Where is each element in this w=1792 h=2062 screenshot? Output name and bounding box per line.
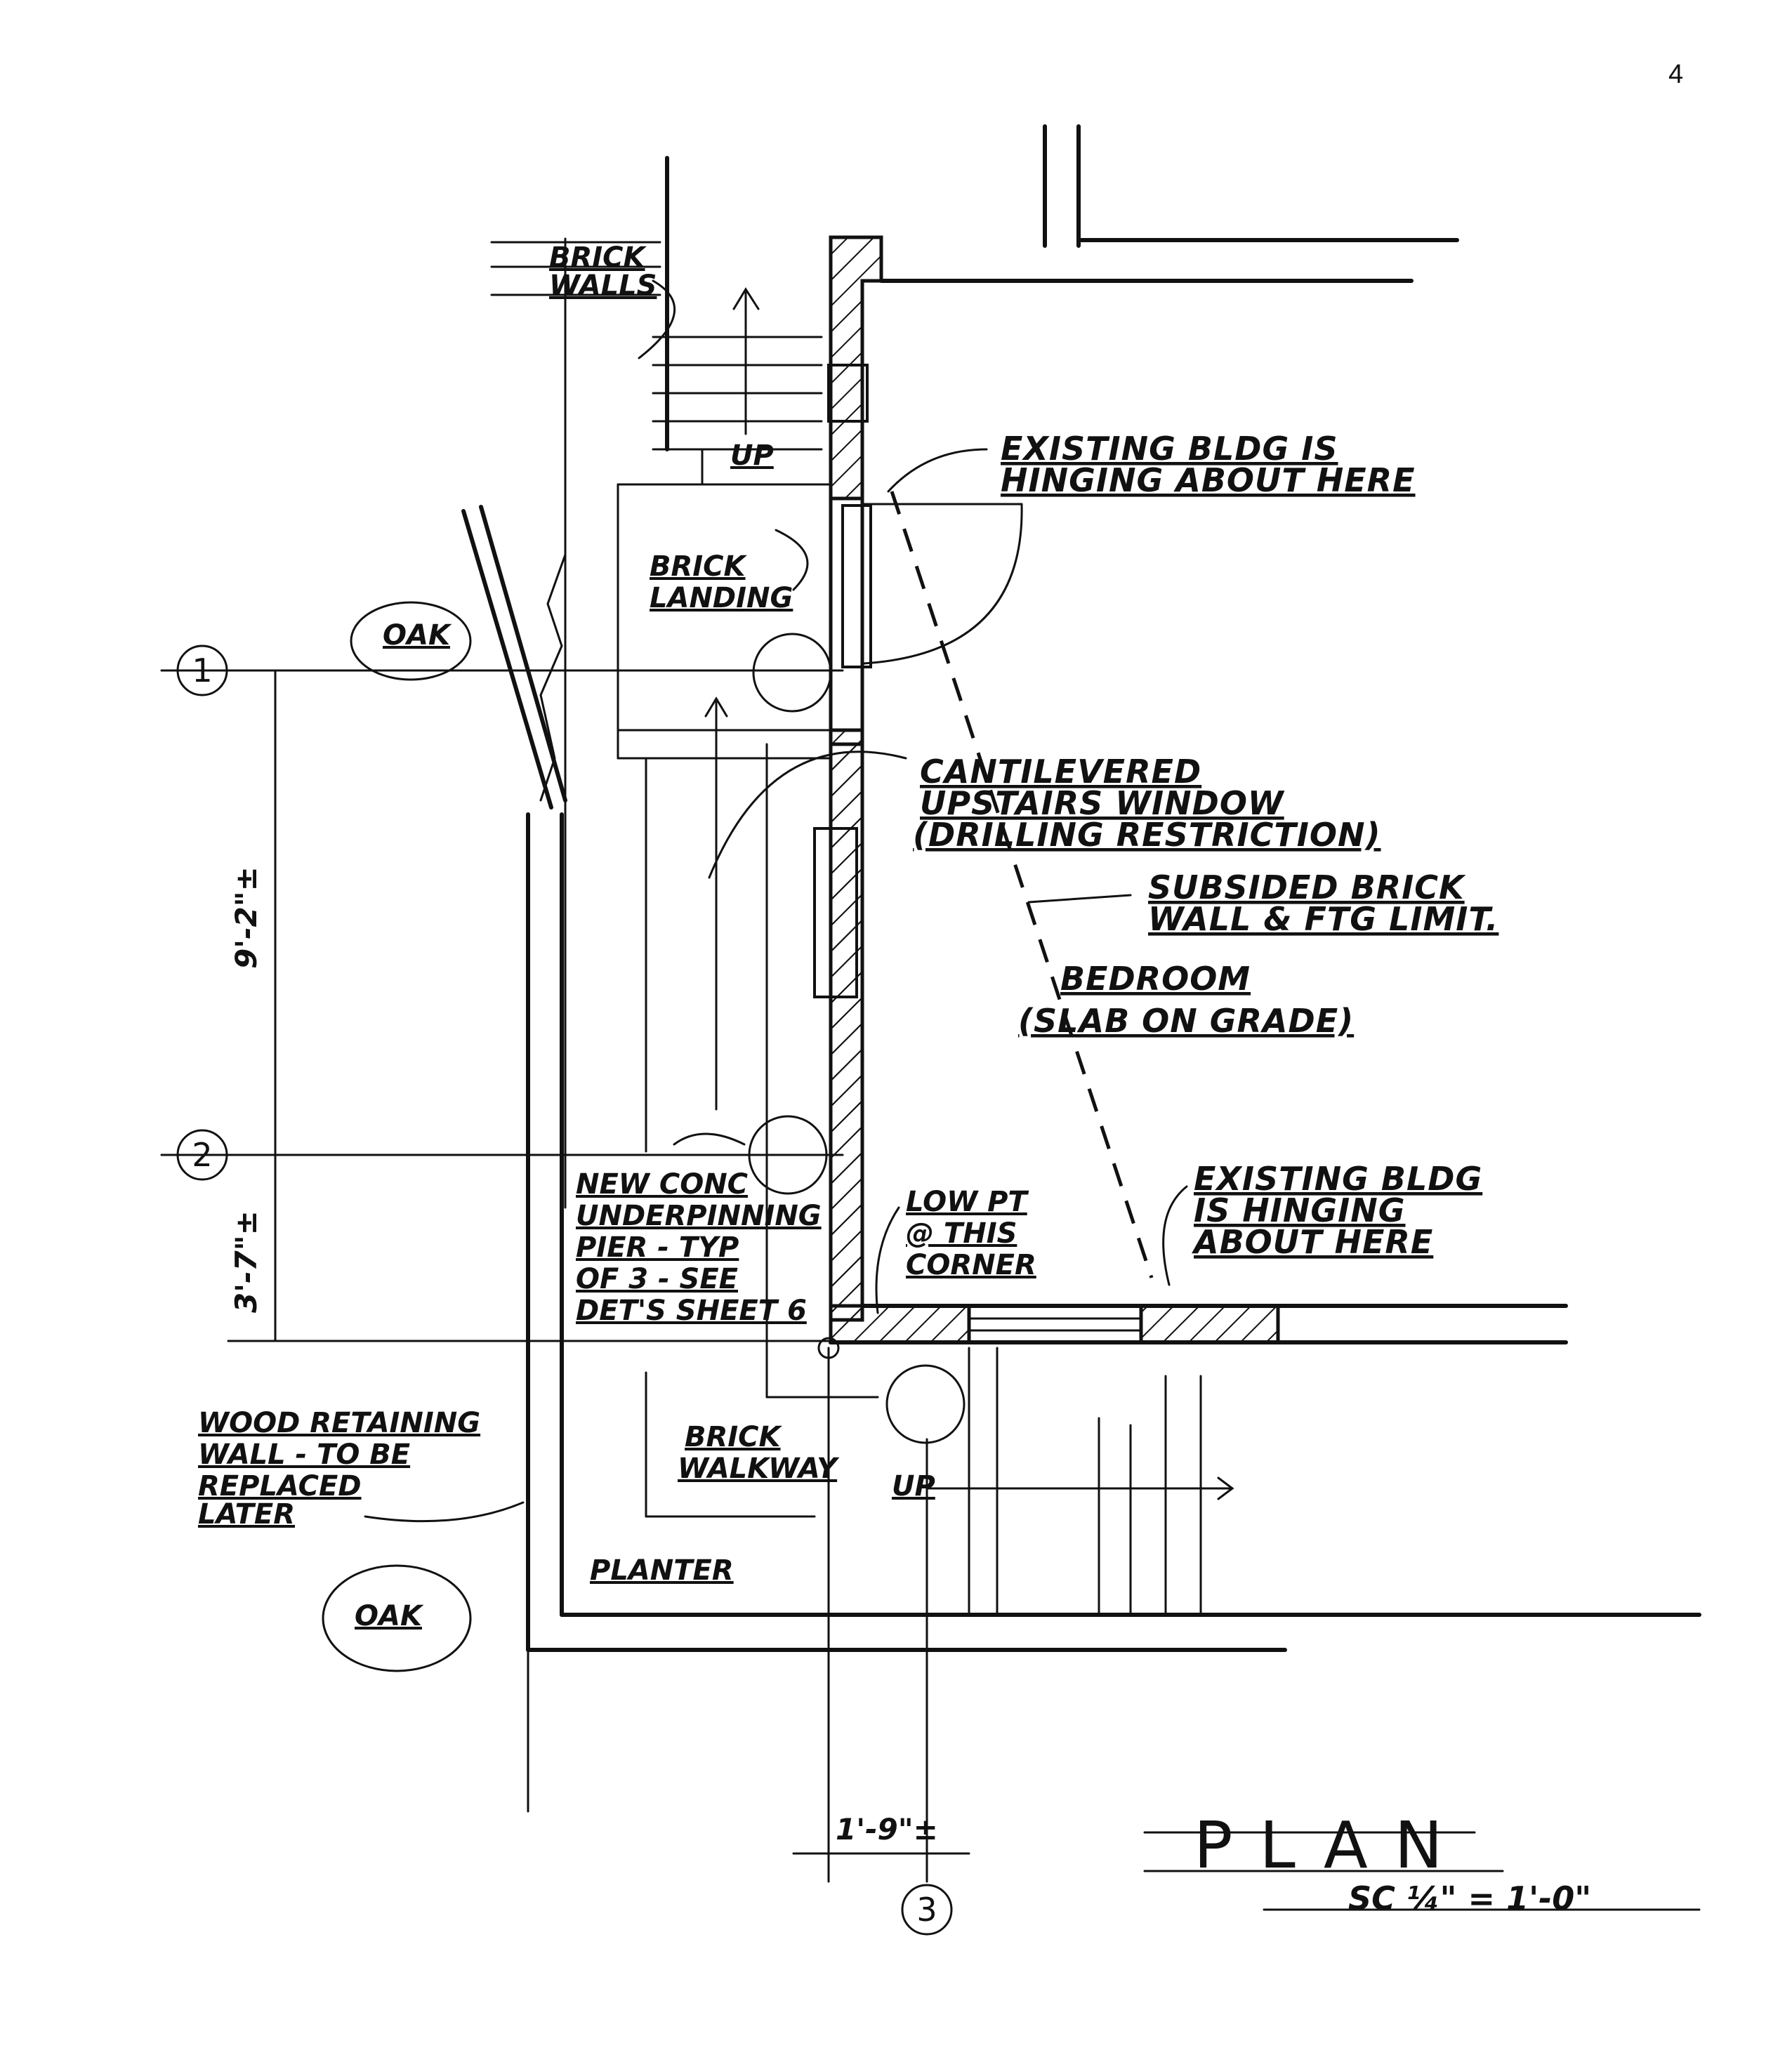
svg-text:UPSTAIRS WINDOW: UPSTAIRS WINDOW xyxy=(920,784,1285,822)
note-brick-walkway: BRICK WALKWAY xyxy=(678,1421,840,1485)
svg-text:UNDERPINNING: UNDERPINNING xyxy=(576,1200,822,1232)
dimension-9-2: 9'-2"± xyxy=(229,866,263,969)
svg-text:OF 3 - SEE: OF 3 - SEE xyxy=(576,1263,738,1295)
drawing-scale: SC ¼" = 1'-0" xyxy=(1348,1879,1591,1917)
note-low-pt: LOW PT @ THIS CORNER xyxy=(875,1186,1036,1314)
note-retaining-wall: WOOD RETAINING WALL - TO BE REPLACED LAT… xyxy=(198,1407,525,1531)
svg-text:WALKWAY: WALKWAY xyxy=(678,1453,840,1485)
note-brick-walls: BRICK WALLS xyxy=(549,242,676,359)
walkway-lines xyxy=(227,696,1234,1616)
grid-label-1: 1 xyxy=(192,652,212,689)
svg-text:ABOUT HERE: ABOUT HERE xyxy=(1192,1223,1433,1261)
svg-text:IS HINGING: IS HINGING xyxy=(1194,1191,1406,1229)
svg-text:LANDING: LANDING xyxy=(650,582,793,614)
svg-text:LOW PT: LOW PT xyxy=(906,1186,1029,1218)
note-bedroom: BEDROOM (SLAB ON GRADE) xyxy=(1018,960,1354,1040)
svg-text:SUBSIDED BRICK: SUBSIDED BRICK xyxy=(1148,868,1466,906)
grid-bubble-2: 2 xyxy=(176,1129,228,1181)
note-subsided: SUBSIDED BRICK WALL & FTG LIMIT. xyxy=(1027,868,1498,938)
svg-text:BRICK: BRICK xyxy=(549,242,647,274)
grid-label-3: 3 xyxy=(916,1891,937,1929)
subsidence-line xyxy=(890,491,1154,1278)
dimension-1-9: 1'-9"± xyxy=(836,1812,938,1846)
grid-bubble-3: 3 xyxy=(901,1884,953,1936)
note-cantilevered: CANTILEVERED UPSTAIRS WINDOW (DRILLING R… xyxy=(708,751,1381,879)
svg-text:DET'S SHEET 6: DET'S SHEET 6 xyxy=(576,1295,807,1327)
retaining-wall xyxy=(461,505,1701,1813)
svg-text:OAK: OAK xyxy=(383,619,452,652)
svg-text:LATER: LATER xyxy=(198,1498,295,1531)
grid-bubble-1: 1 xyxy=(176,645,228,696)
svg-text:WALLS: WALLS xyxy=(549,270,657,302)
hatched-wall xyxy=(813,235,1568,1344)
svg-text:WOOD RETAINING: WOOD RETAINING xyxy=(198,1407,480,1439)
page-number: 4 xyxy=(1668,60,1683,89)
grid-lines xyxy=(160,669,970,1883)
oak-tree-bottom: OAK xyxy=(322,1564,472,1672)
oak-tree-top: OAK xyxy=(350,601,472,681)
svg-text:CANTILEVERED: CANTILEVERED xyxy=(920,753,1201,791)
existing-walls xyxy=(490,124,1459,1209)
svg-text:OAK: OAK xyxy=(355,1600,424,1632)
note-hinging-top: EXISTING BLDG IS HINGING ABOUT HERE xyxy=(887,430,1416,499)
note-brick-landing: BRICK LANDING xyxy=(650,529,809,614)
svg-text:EXISTING BLDG IS: EXISTING BLDG IS xyxy=(1001,430,1338,468)
note-up-top: UP xyxy=(730,440,774,472)
grid-label-2: 2 xyxy=(192,1136,212,1174)
svg-text:CORNER: CORNER xyxy=(906,1249,1036,1281)
svg-text:WALL & FTG LIMIT.: WALL & FTG LIMIT. xyxy=(1148,900,1498,938)
svg-text:BEDROOM: BEDROOM xyxy=(1060,960,1251,998)
dimension-3-7: 3'-7"± xyxy=(229,1210,263,1313)
svg-text:PIER - TYP: PIER - TYP xyxy=(576,1231,739,1264)
svg-text:HINGING ABOUT HERE: HINGING ABOUT HERE xyxy=(1001,461,1416,499)
svg-text:@ THIS: @ THIS xyxy=(906,1217,1017,1250)
svg-text:(DRILLING RESTRICTION): (DRILLING RESTRICTION) xyxy=(913,816,1381,854)
title-block: PLAN SC ¼" = 1'-0" xyxy=(1143,1808,1701,1917)
note-up-bottom: UP xyxy=(892,1470,935,1502)
svg-text:(SLAB ON GRADE): (SLAB ON GRADE) xyxy=(1018,1002,1354,1040)
svg-text:REPLACED: REPLACED xyxy=(198,1470,362,1502)
note-underpinning: NEW CONC UNDERPINNING PIER - TYP OF 3 - … xyxy=(576,1132,822,1327)
svg-text:BRICK: BRICK xyxy=(650,550,748,583)
svg-text:BRICK: BRICK xyxy=(685,1421,783,1453)
note-hinging-bottom: EXISTING BLDG IS HINGING ABOUT HERE xyxy=(1162,1160,1482,1286)
svg-text:EXISTING BLDG: EXISTING BLDG xyxy=(1194,1160,1482,1198)
svg-text:WALL - TO BE: WALL - TO BE xyxy=(198,1439,410,1471)
note-planter: PLANTER xyxy=(590,1554,734,1587)
svg-text:NEW CONC: NEW CONC xyxy=(576,1168,748,1201)
